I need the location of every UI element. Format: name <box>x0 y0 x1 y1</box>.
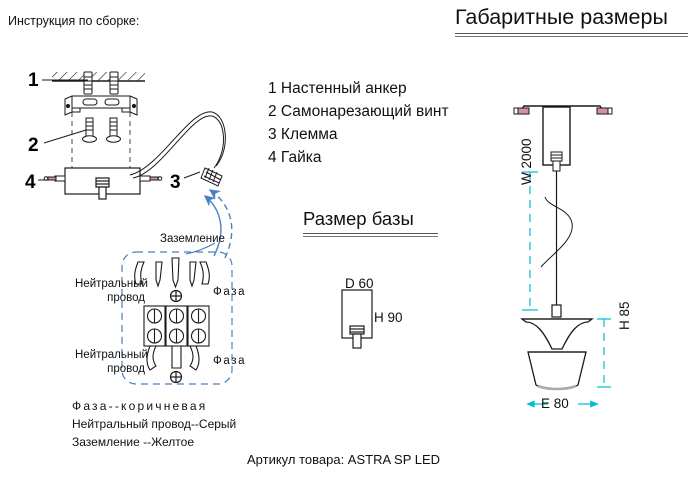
wiring-label-phase-top: Фаза <box>213 286 247 298</box>
wire-leads-top <box>134 257 210 289</box>
nuts <box>43 175 163 182</box>
callout-1: 1 <box>28 70 39 91</box>
wall-anchors <box>83 71 119 95</box>
base-height-label: H 90 <box>374 310 403 325</box>
self-tapping-screws <box>82 117 121 143</box>
ground-label-leader <box>185 242 216 255</box>
connection-arrow <box>203 189 233 259</box>
lamp-drawing <box>513 105 613 391</box>
base-title-underline-1 <box>303 233 438 234</box>
callout-4: 4 <box>25 172 36 193</box>
parts-legend-item-1: 1 Настенный анкер <box>268 80 407 97</box>
lamp-wire-length-label: W 2000 <box>519 138 534 185</box>
wiring-label-phase-bottom: Фаза <box>213 355 247 367</box>
leader-line-2 <box>43 129 87 144</box>
base-drawing <box>341 289 373 349</box>
base-diameter-label: D 60 <box>345 276 374 291</box>
base-size-title: Размер базы <box>303 208 414 229</box>
dimensions-title-underline-2 <box>455 36 688 37</box>
base-title-underline-2 <box>303 236 438 237</box>
callout-2: 2 <box>28 135 39 156</box>
dimensions-title: Габаритные размеры <box>455 5 668 29</box>
callout-3: 3 <box>170 172 181 193</box>
ceiling-hatch <box>52 72 145 82</box>
instruction-title: Инструкция по сборке: <box>8 14 140 28</box>
color-legend-ground: Заземление --Желтое <box>72 435 195 449</box>
ground-screw-bottom <box>169 370 183 384</box>
wiring-diagram-boundary <box>121 251 233 385</box>
color-legend-phase: Фаза--коричневая <box>72 399 208 413</box>
wiring-label-ground: Заземление <box>160 233 225 245</box>
wiring-label-neutral-top: Нейтральный провод <box>75 278 148 305</box>
parts-legend-item-4: 4 Гайка <box>268 149 322 166</box>
dimensions-title-underline-1 <box>455 33 688 34</box>
alignment-guides <box>71 112 131 170</box>
cable <box>129 111 226 179</box>
wire-leads-bottom <box>146 345 200 371</box>
lamp-shade-diameter-label: E 80 <box>541 396 569 411</box>
terminal-connector <box>200 167 223 187</box>
leader-line-3 <box>183 171 201 179</box>
color-legend-neutral: Нейтральный провод--Серый <box>72 417 237 431</box>
parts-legend-item-2: 2 Самонарезающий винт <box>268 103 449 120</box>
product-article: Артикул товара: ASTRA SP LED <box>247 452 441 467</box>
ground-screw-top <box>169 289 183 303</box>
parts-legend-item-3: 3 Клемма <box>268 126 338 143</box>
canopy-box <box>64 167 141 200</box>
lamp-shade-height-label: H 85 <box>617 301 632 330</box>
mounting-bracket <box>64 95 138 116</box>
terminal-block <box>143 305 210 347</box>
dimension-lines <box>522 171 611 408</box>
wiring-label-neutral-bottom: Нейтральный провод <box>75 349 148 376</box>
